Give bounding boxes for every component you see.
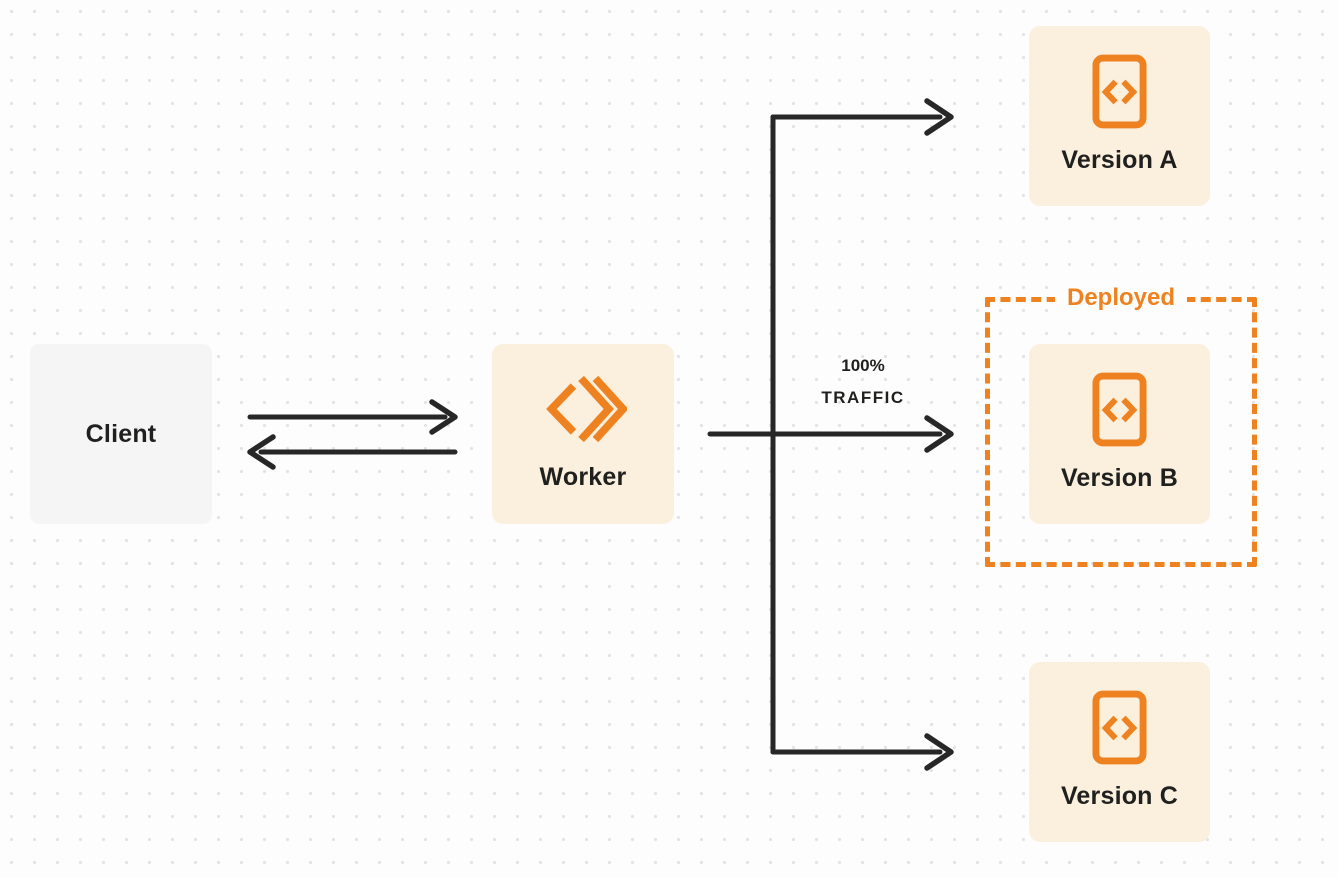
code-document-icon bbox=[1092, 690, 1147, 770]
traffic-percent-text: 100% bbox=[841, 356, 885, 375]
traffic-word-text: TRAFFIC bbox=[821, 388, 905, 407]
traffic-annotation: 100% TRAFFIC bbox=[775, 350, 951, 414]
branch-trunk-line bbox=[707, 114, 776, 755]
arrow-to-version-b bbox=[770, 415, 954, 453]
arrow-to-version-a bbox=[770, 98, 954, 136]
deployed-label: Deployed bbox=[1054, 284, 1188, 312]
code-document-icon bbox=[1092, 372, 1147, 452]
client-node: Client bbox=[30, 344, 212, 524]
version-c-label: Version C bbox=[1060, 782, 1179, 810]
code-document-icon bbox=[1092, 54, 1147, 134]
version-a-node: Version A bbox=[1029, 26, 1210, 206]
workers-chevron-icon bbox=[539, 370, 629, 453]
version-a-label: Version A bbox=[1061, 146, 1178, 174]
version-b-label: Version B bbox=[1060, 464, 1179, 492]
arrow-to-version-c bbox=[770, 733, 954, 771]
worker-label: Worker bbox=[539, 463, 627, 491]
client-label: Client bbox=[85, 419, 157, 448]
version-b-node: Version B bbox=[1029, 344, 1210, 524]
version-c-node: Version C bbox=[1029, 662, 1210, 842]
worker-node: Worker bbox=[492, 344, 674, 524]
arrow-client-to-worker bbox=[247, 399, 458, 435]
deployed-outline: Deployed bbox=[985, 284, 1257, 567]
arrow-worker-to-client bbox=[247, 434, 458, 470]
